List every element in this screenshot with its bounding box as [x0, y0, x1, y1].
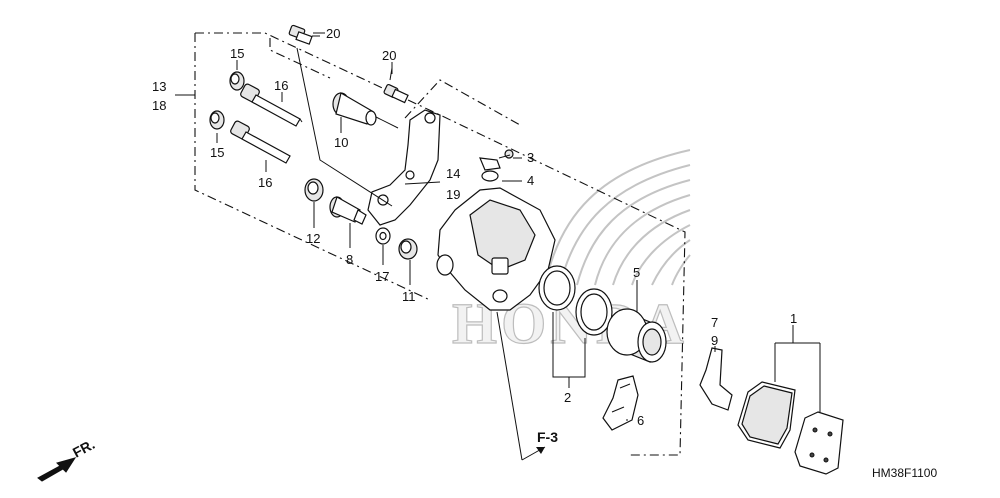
pin-boot-15-lower — [209, 110, 225, 130]
callout-15-upper: 15 — [230, 46, 244, 61]
callout-16-upper: 16 — [274, 78, 288, 93]
bleeder-cap-4 — [481, 170, 499, 182]
piston-seal-2-outer — [575, 288, 613, 336]
callout-13: 13 — [152, 79, 166, 94]
assembly-outline — [194, 32, 686, 456]
caliper-body — [436, 187, 556, 311]
pad-spring-6 — [602, 375, 639, 431]
bushing-11 — [398, 238, 418, 260]
callout-20-middle: 20 — [382, 48, 396, 63]
callout-19: 19 — [446, 187, 460, 202]
piston-seal-2-inner — [538, 265, 576, 311]
bolt-20-middle — [383, 67, 409, 104]
caliper-piston-5 — [606, 308, 667, 363]
brake-pad-1-front — [737, 381, 796, 449]
caliper-pin-8 — [329, 196, 367, 225]
callout-6: 6 — [637, 413, 644, 428]
callout-2: 2 — [564, 390, 571, 405]
callout-9: 9 — [711, 333, 718, 348]
callout-20-upper: 20 — [326, 26, 340, 41]
diagram-code: HM38F1100 — [872, 466, 937, 480]
callout-4: 4 — [527, 173, 534, 188]
pin-boot-15-upper — [229, 71, 245, 91]
honda-wing-watermark — [544, 149, 691, 286]
washer-17 — [375, 227, 391, 245]
callout-1: 1 — [790, 311, 797, 326]
callout-11: 11 — [402, 289, 416, 304]
callout-12: 12 — [306, 231, 320, 246]
pad-pin-16-lower — [230, 120, 291, 164]
callout-5: 5 — [633, 265, 640, 280]
callout-7: 7 — [711, 315, 718, 330]
leader-lines — [216, 32, 821, 461]
front-direction-arrow-icon — [37, 457, 77, 482]
reference-arrow-icon — [536, 447, 545, 454]
callout-15-lower: 15 — [210, 145, 224, 160]
callout-8: 8 — [346, 252, 353, 267]
front-direction-label: FR. — [70, 436, 97, 461]
callout-10: 10 — [334, 135, 348, 150]
slide-pin-10 — [332, 92, 399, 129]
boot-12 — [304, 178, 324, 202]
pad-retainer-7 — [699, 347, 733, 411]
bleed-bolt-upper — [288, 24, 320, 45]
callout-18: 18 — [152, 98, 166, 113]
callout-16-lower: 16 — [258, 175, 272, 190]
callout-17: 17 — [375, 269, 389, 284]
bleeder-screw-3 — [479, 149, 514, 171]
reference-label: F-3 — [537, 429, 558, 445]
callout-3: 3 — [527, 150, 534, 165]
callout-14: 14 — [446, 166, 460, 181]
brake-pad-1-rear — [794, 411, 844, 475]
caliper-bracket-14 — [367, 109, 441, 226]
pad-pin-16-upper — [240, 83, 303, 127]
